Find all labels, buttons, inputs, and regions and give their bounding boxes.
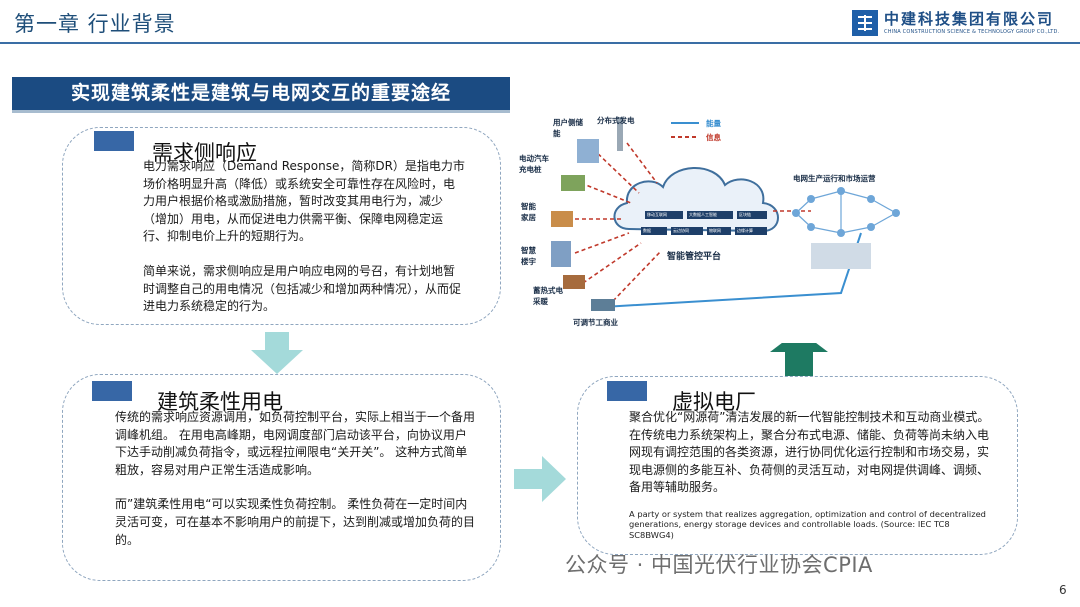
module-mobile-internet: 移动互联网	[647, 212, 667, 217]
flexible-building-card	[62, 374, 501, 581]
virtual-power-plant-title: 虚拟电厂	[672, 390, 756, 414]
module-edge-computing: 边缘计算	[737, 228, 753, 233]
virtual-power-plant-card	[577, 376, 1018, 555]
node-adjustable-industry: 可调节工商业	[573, 318, 618, 327]
virtual-power-plant-paragraph-cn: 聚合优化“网源荷”清洁发展的新一代智能控制技术和互动商业模式。在传统电力系统架构…	[629, 410, 990, 495]
node-distributed-generation: 分布式发电	[597, 116, 635, 125]
module-iot: 物联网	[709, 228, 721, 233]
virtual-power-plant-tab	[607, 381, 647, 401]
wechat-watermark: 公众号 · 中国光伏行业协会CPIA	[565, 553, 873, 577]
chapter-title: 第一章 行业背景	[14, 12, 176, 36]
header-divider	[0, 42, 1080, 44]
demand-response-title: 需求侧响应	[152, 141, 257, 165]
flexible-building-tab	[92, 381, 132, 401]
arrow-right-icon	[514, 456, 566, 502]
module-cloud-edge: 云边协同	[673, 228, 689, 233]
node-smart-building: 智慧楼宇	[521, 246, 536, 266]
module-blockchain: 区块链	[739, 212, 751, 217]
node-smart-home: 智能家居	[521, 202, 536, 222]
node-ev-charging: 电动汽车充电桩	[519, 154, 549, 174]
company-logo-icon	[852, 10, 878, 36]
demand-response-paragraph-1: 电力需求响应（Demand Response，简称DR）是指电力市场价格明显升高…	[143, 159, 465, 244]
flexible-building-paragraph-2: 而”建筑柔性用电“可以实现柔性负荷控制。 柔性负荷在一定时间内灵活可变，可在基本…	[115, 497, 476, 547]
demand-response-paragraph-2: 简单来说，需求侧响应是用户响应电网的号召，有计划地暂时调整自己的用电情况（包括减…	[143, 263, 462, 314]
module-big-data-ai: 大数据人工智能	[689, 212, 717, 217]
node-user-storage: 用户侧储能	[553, 118, 583, 138]
virtual-power-plant-definition-en: A party or system that realizes aggregat…	[629, 509, 986, 540]
banner-underline	[12, 110, 510, 113]
demand-response-card	[62, 127, 501, 325]
demand-response-tab	[94, 131, 134, 151]
virtual-power-plant-text: 聚合优化“网源荷”清洁发展的新一代智能控制技术和互动商业模式。在传统电力系统架构…	[629, 409, 991, 497]
grid-operation-market-label: 电网生产运行和市场运营	[793, 174, 876, 183]
smart-control-platform-label: 智能管控平台	[667, 252, 722, 262]
module-data: 数据	[643, 228, 651, 233]
section-banner: 实现建筑柔性是建筑与电网交互的重要途经	[12, 77, 510, 110]
demand-response-text: 电力需求响应（Demand Response，简称DR）是指电力市场价格明显升高…	[143, 158, 465, 316]
legend-info-label: 信息	[706, 133, 721, 142]
company-name-en: CHINA CONSTRUCTION SCIENCE & TECHNOLOGY …	[884, 29, 1060, 35]
vpp-architecture-diagram: 能量 信息 用户侧储能 分布式发电 电动汽车充电桩 智能家居 智慧楼宇 蓄热式电…	[511, 103, 916, 343]
company-name-cn: 中建科技集团有限公司	[884, 10, 1055, 28]
node-heat-storage: 蓄热式电采暖	[533, 286, 563, 306]
flexible-building-paragraph-1: 传统的需求响应资源调用，如负荷控制平台，实际上相当于一个备用调峰机组。 在用电高…	[115, 410, 476, 477]
flexible-building-text: 传统的需求响应资源调用，如负荷控制平台，实际上相当于一个备用调峰机组。 在用电高…	[115, 409, 476, 549]
flexible-building-title: 建筑柔性用电	[157, 390, 283, 414]
page-number: 6	[1059, 583, 1067, 597]
legend-energy-label: 能量	[706, 119, 721, 128]
arrow-down-icon	[251, 332, 303, 374]
